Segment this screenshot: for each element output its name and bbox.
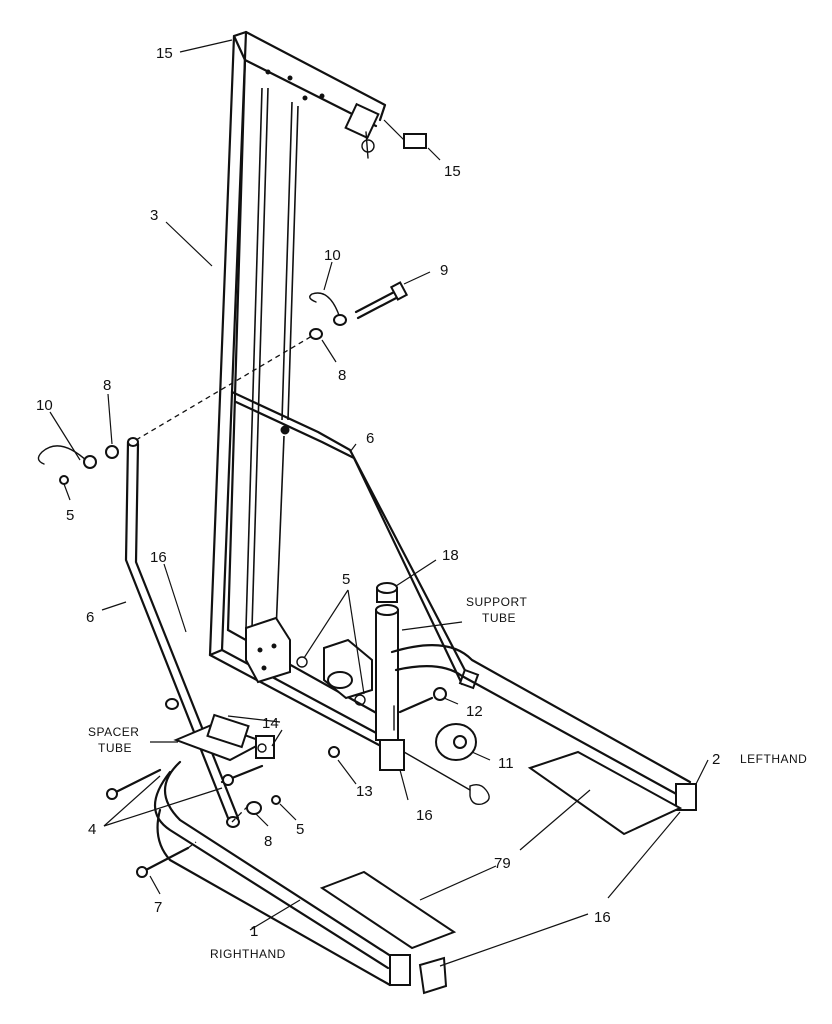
label-5-left: 5 xyxy=(66,507,74,524)
label-8-right: 8 xyxy=(338,367,346,384)
leader-lines xyxy=(49,39,709,967)
label-8-low: 8 xyxy=(264,833,272,850)
label-7: 7 xyxy=(154,899,162,916)
label-9: 9 xyxy=(440,262,448,279)
label-12: 12 xyxy=(466,703,483,720)
label-15-cap: 15 xyxy=(444,163,461,180)
label-10-left: 10 xyxy=(36,397,53,414)
label-16-low: 16 xyxy=(594,909,611,926)
arm-tube-right xyxy=(230,390,480,690)
pulley-wheel xyxy=(403,723,490,806)
label-6-right: 6 xyxy=(366,430,374,447)
part-labels: 15 15 3 10 9 8 10 8 5 6 16 6 18 5 SUPPOR… xyxy=(36,45,807,961)
label-11: 11 xyxy=(498,755,514,772)
label-6-left: 6 xyxy=(86,609,94,626)
label-18: 18 xyxy=(442,547,459,564)
weight-carriage xyxy=(245,616,291,684)
label-16-mid: 16 xyxy=(416,807,433,824)
lefthand-label: LEFTHAND xyxy=(740,752,807,766)
alignment-lines xyxy=(135,335,313,849)
label-4: 4 xyxy=(88,821,96,838)
support-tube-label-line2: TUBE xyxy=(482,611,516,625)
cables xyxy=(245,87,299,633)
hardware xyxy=(37,133,447,878)
spacer-tube-label-line2: TUBE xyxy=(98,741,132,755)
label-14: 14 xyxy=(262,715,279,732)
label-5-mid: 5 xyxy=(342,571,350,588)
foot-plates xyxy=(319,750,683,950)
righthand-label: RIGHTHAND xyxy=(210,947,286,961)
label-15-top: 15 xyxy=(156,45,173,62)
label-5-low: 5 xyxy=(296,821,304,838)
label-1: 1 xyxy=(250,923,258,940)
label-10-right: 10 xyxy=(324,247,341,264)
spacer-tube-label-line1: SPACER xyxy=(88,725,139,739)
upright-frame xyxy=(208,30,394,754)
label-13: 13 xyxy=(356,783,373,800)
label-8-left: 8 xyxy=(103,377,111,394)
label-3: 3 xyxy=(150,207,158,224)
support-tube xyxy=(375,582,405,771)
base-frame xyxy=(154,644,697,995)
label-16-upper: 16 xyxy=(150,549,167,566)
top-pulley-bracket xyxy=(344,102,380,159)
roller-assembly xyxy=(296,638,373,706)
support-tube-label-line1: SUPPORT xyxy=(466,595,527,609)
label-79: 79 xyxy=(494,855,511,872)
spacer-tube-assembly xyxy=(165,698,275,762)
label-2: 2 xyxy=(712,751,720,768)
